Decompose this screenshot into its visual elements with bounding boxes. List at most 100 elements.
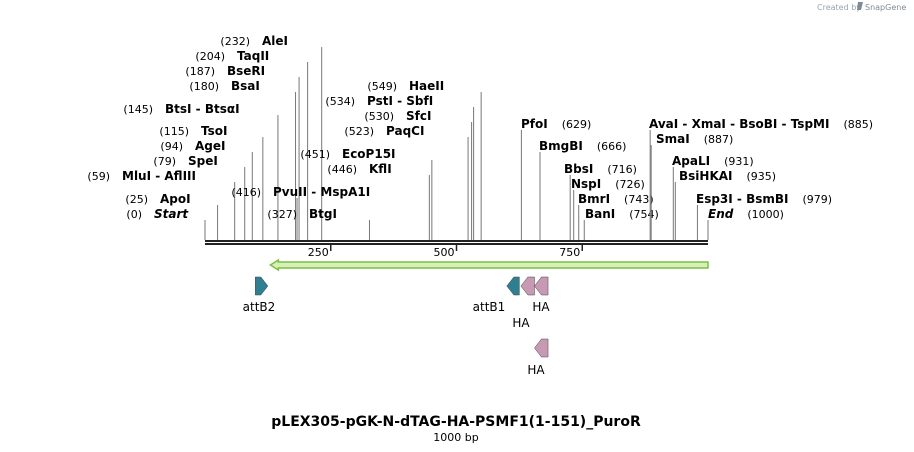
site-name: PaqCI (386, 124, 424, 138)
site-name: Start (154, 207, 189, 221)
feature-label: attB2 (243, 300, 276, 314)
credit-prefix: Created by (817, 3, 861, 12)
site-position: (451) (300, 148, 330, 161)
site-name: PvuII - MspA1I (273, 185, 370, 199)
site-position: (979) (802, 193, 832, 206)
restriction-site: (416)PvuII - MspA1I (231, 185, 370, 240)
feature-label: HA (527, 363, 545, 377)
site-name: Esp3I - BsmBI (696, 192, 788, 206)
backbone-top-strand (205, 240, 708, 242)
feature-label: attB1 (473, 300, 506, 314)
site-name: TaqII (237, 49, 269, 63)
site-name: EcoP15I (342, 147, 396, 161)
site-name: BmrI (578, 192, 610, 206)
snapgene-credit: Created by SnapGene (817, 2, 906, 12)
site-position: (754) (629, 208, 659, 221)
restriction-site: (327) BtgI (267, 207, 370, 240)
restriction-site: BmrI (743) (578, 192, 654, 240)
site-name: BsiHKAI (679, 169, 733, 183)
site-name: BseRI (227, 64, 265, 78)
feature-HA-1: HA (512, 276, 535, 330)
site-position: (549) (367, 80, 397, 93)
site-name: SpeI (188, 154, 218, 168)
restriction-site: (451) EcoP15I (300, 147, 433, 240)
restriction-site: BsiHKAI (935) (674, 169, 777, 240)
site-name: BmgBI (539, 139, 583, 153)
restriction-site: (204) TaqII (195, 49, 309, 240)
restriction-site: (94) AgeI (160, 139, 253, 240)
site-name: KflI (369, 162, 392, 176)
site-name: BtgI (309, 207, 337, 221)
restriction-site: AvaI - XmaI - BsoBI - TspMI (885) (649, 117, 873, 240)
restriction-site: Esp3I - BsmBI (979) (696, 192, 832, 240)
restriction-sites: (0) Start(25)ApoI (59) MluI - AflIII(79) Spe… (87, 34, 873, 240)
site-name: PstI - SbfI (367, 94, 433, 108)
site-name: AgeI (195, 139, 225, 153)
restriction-site: (0) Start (126, 207, 206, 240)
ruler-tick-label: 500 (434, 246, 455, 259)
ruler-tick-label: 250 (308, 246, 329, 259)
site-position: (530) (364, 110, 394, 123)
map-title: pLEX305-pGK-N-dTAG-HA-PSMF1(1-151)_PuroR (271, 414, 641, 430)
site-position: (145) (123, 103, 153, 116)
snapgene-logo-icon (857, 2, 863, 10)
restriction-site: (145) BtsI - BtsαI (123, 102, 279, 240)
site-position: (79) (153, 155, 176, 168)
restriction-site: (115)TsoI (159, 124, 264, 240)
restriction-site: (523) PaqCI (344, 124, 469, 240)
site-position: (232) (220, 35, 250, 48)
restriction-site: (59) MluI - AflIII (87, 169, 236, 240)
site-position: (935) (747, 170, 777, 183)
feature-attB1: attB1 (473, 276, 520, 314)
site-position: (716) (607, 163, 637, 176)
site-position: (94) (160, 140, 183, 153)
site-name: BanI (585, 207, 615, 221)
site-name: SfcI (406, 109, 431, 123)
feature-label: HA (532, 300, 550, 314)
restriction-site: (530) SfcI (364, 109, 473, 240)
site-position: (523) (344, 125, 374, 138)
restriction-site: (79) SpeI (153, 154, 246, 240)
restriction-site: NspI(726) (571, 177, 645, 240)
site-position: (0) (126, 208, 142, 221)
restriction-site: BbsI (716) (564, 162, 637, 240)
site-position: (887) (704, 133, 734, 146)
site-name: AleI (262, 34, 288, 48)
site-position: (59) (87, 170, 110, 183)
feature-label: HA (512, 316, 530, 330)
restriction-site: BanI (754) (583, 207, 659, 240)
site-position: (446) (327, 163, 357, 176)
feature-orf-arrow (268, 258, 709, 272)
site-name: NspI (571, 177, 601, 191)
site-position: (885) (843, 118, 873, 131)
site-position: (666) (597, 140, 627, 153)
restriction-site: (534)PstI - SbfI (325, 94, 475, 240)
restriction-site: End(1000) (707, 207, 784, 240)
feature-arrow (255, 276, 269, 296)
restriction-site: (187)BseRI (185, 64, 300, 240)
site-name: AvaI - XmaI - BsoBI - TspMI (649, 117, 829, 131)
credit-brand: SnapGene (865, 3, 906, 12)
site-name: BtsI - BtsαI (165, 102, 240, 116)
site-name: ApaLI (672, 154, 710, 168)
site-position: (204) (195, 50, 225, 63)
site-name: BbsI (564, 162, 593, 176)
site-name: MluI - AflIII (122, 169, 196, 183)
site-position: (327) (267, 208, 297, 221)
restriction-site: (180) BsaI (189, 79, 297, 240)
feature-arrow (520, 276, 535, 296)
restriction-site: (549)HaeII (367, 79, 482, 240)
feature-attB2: attB2 (243, 276, 276, 314)
feature-arrow (506, 276, 520, 296)
site-name: BsaI (231, 79, 260, 93)
restriction-site: (25)ApoI (125, 192, 219, 240)
map-length: 1000 bp (433, 431, 478, 444)
site-position: (180) (189, 80, 219, 93)
site-name: SmaI (656, 132, 690, 146)
feature-arrow (534, 338, 549, 358)
feature-arrow (268, 258, 709, 272)
restriction-site: BmgBI (666) (539, 139, 626, 240)
site-position: (743) (624, 193, 654, 206)
